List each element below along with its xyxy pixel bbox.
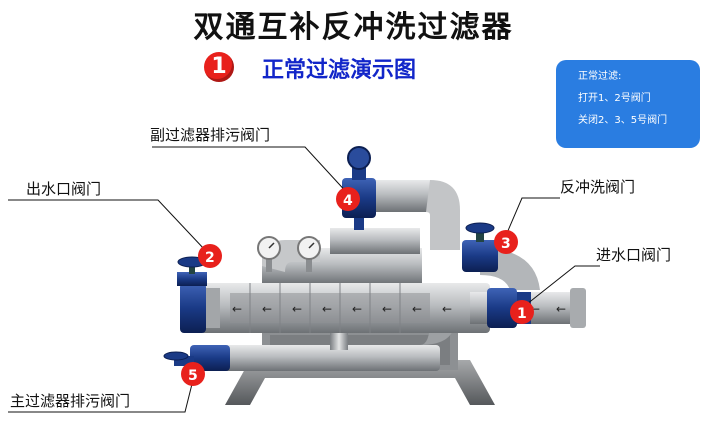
outlet-flange: [180, 283, 220, 333]
svg-text:←: ←: [232, 302, 242, 316]
pressure-gauges: [257, 236, 321, 272]
valve-5-number: 5: [188, 368, 198, 384]
valve-1-number: 1: [517, 306, 527, 322]
label-inlet-valve: 进水口阀门: [596, 246, 672, 264]
main-filter-body: ← ← ← ← ← ← ← ←: [200, 283, 490, 333]
upper-pipes: [262, 180, 540, 290]
label-sub-filter-drain: 副过滤器排污阀门: [150, 126, 271, 144]
valve-2-number: 2: [205, 250, 215, 266]
info-line-close: 关闭2、3、5号阀门: [578, 115, 668, 126]
svg-text:←: ←: [322, 302, 332, 316]
svg-text:←: ←: [352, 302, 362, 316]
label-main-filter-drain: 主过滤器排污阀门: [10, 392, 131, 410]
svg-text:←: ←: [530, 302, 540, 316]
info-heading: 正常过滤:: [578, 71, 622, 82]
leader-lines: [8, 146, 600, 413]
step-subtitle: 正常过滤演示图: [262, 57, 417, 83]
label-backwash-valve: 反冲洗阀门: [560, 178, 636, 196]
valve-4-number: 4: [343, 193, 353, 209]
valve-3-number: 3: [501, 236, 511, 252]
step-number-badge: 1: [204, 52, 234, 82]
label-outlet-valve: 出水口阀门: [26, 180, 102, 198]
page-title: 双通互补反冲洗过滤器: [193, 10, 514, 45]
valve-3-body: [462, 222, 498, 272]
svg-text:←: ←: [382, 302, 392, 316]
info-box: 正常过滤: 打开1、2号阀门 关闭2、3、5号阀门: [556, 60, 700, 148]
svg-text:←: ←: [556, 302, 566, 316]
svg-text:←: ←: [292, 302, 302, 316]
info-line-open: 打开1、2号阀门: [578, 93, 651, 104]
svg-text:←: ←: [262, 302, 272, 316]
svg-text:←: ←: [412, 302, 422, 316]
valve-markers: 1 2 3 4 5: [181, 187, 534, 386]
svg-text:←: ←: [442, 302, 452, 316]
